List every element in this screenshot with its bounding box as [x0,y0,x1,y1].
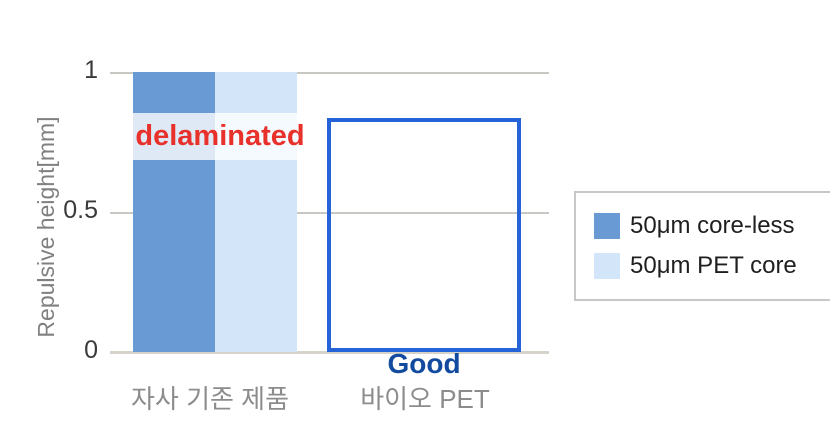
x-axis-line [110,351,549,354]
legend-swatch-coreless [594,213,620,239]
y-tick-label-0: 0 [84,336,98,364]
legend-item-petcore: 50μm PET core [594,249,797,283]
x-axis-label-existing-product: 자사 기존 제품 [131,384,289,414]
legend-swatch-petcore [594,253,620,279]
y-axis-title: Repulsive height[mm] [33,116,59,338]
y-tick-label-1: 1 [84,56,98,84]
good-outline-box [327,118,521,352]
delaminated-annotation: delaminated [135,120,305,152]
legend-label-coreless: 50μm core-less [630,212,795,239]
legend-item-coreless: 50μm core-less [594,209,795,243]
legend: 50μm core-less 50μm PET core [574,191,830,301]
x-axis-label-bio-pet: 바이오 PET [360,384,490,414]
delaminated-band [104,113,336,160]
plot-area: delaminated Good [104,72,549,379]
y-tick-label-05: 0.5 [63,196,98,224]
legend-label-petcore: 50μm PET core [630,252,797,279]
gridline-1 [110,72,549,74]
good-annotation: Good [387,348,461,379]
